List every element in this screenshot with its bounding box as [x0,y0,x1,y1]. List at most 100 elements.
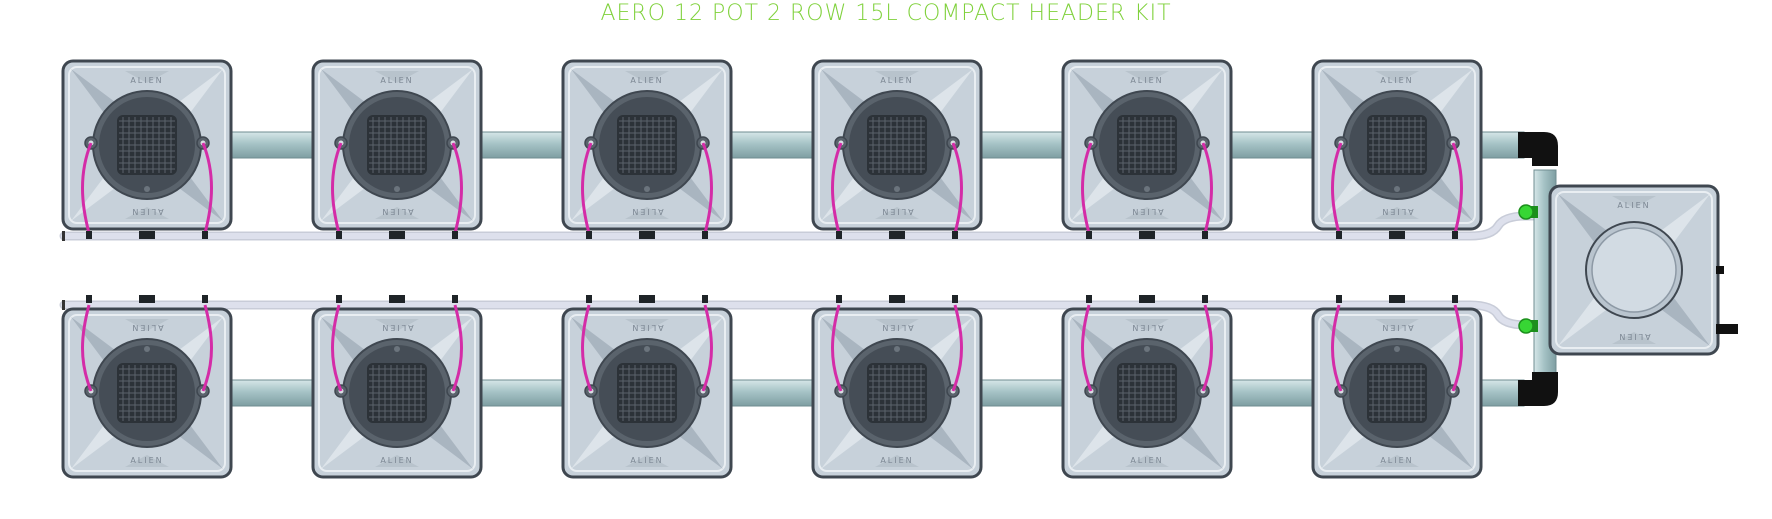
pot-rim [68,66,226,224]
pot-facet [625,71,669,83]
tank-lid [1591,227,1677,313]
drip-fitting [586,295,592,303]
drip-fitting [1086,295,1092,303]
drip-fitting [1139,231,1155,239]
pot-facet [625,207,669,219]
pot-rim [568,66,726,224]
drip-fitting [452,231,458,239]
pot-brand-label: ALIEN [1380,456,1413,465]
pot-facet [1375,455,1419,467]
pot-facet [1375,207,1419,219]
pot-rim [818,314,976,472]
green-valve-icon [1518,318,1534,334]
drip-fitting [1202,295,1208,303]
green-valve-icon [1518,204,1534,220]
drip-fitting [86,295,92,303]
feed-line [61,213,1548,239]
drip-fitting [836,231,842,239]
drip-fitting [336,231,342,239]
drip-fitting [836,295,842,303]
drip-fitting [1452,231,1458,239]
drip-line [451,304,463,392]
drip-line [331,304,343,392]
lid-marker [394,346,400,352]
pot-brand-label: ALIEN [1130,323,1163,332]
pot-facet [125,455,169,467]
lid-marker [144,186,150,192]
drip-fitting [639,231,655,239]
pot-brand-label: ALIEN [1130,76,1163,85]
pot-brand-label: ALIEN [130,76,163,85]
drip-line [1081,142,1093,234]
lid-marker [144,346,150,352]
pot-facet [1125,207,1169,219]
drip-line [331,142,343,234]
pot-brand-label: ALIEN [380,323,413,332]
drip-fitting [336,295,342,303]
pot-rim [1068,314,1226,472]
feed-line-end-cap [62,231,65,241]
drip-fitting [1336,295,1342,303]
pot-rim [1068,66,1226,224]
pot-rim [318,66,476,224]
header-pipe [1476,379,1525,407]
drip-fitting [139,231,155,239]
drip-fitting [1336,231,1342,239]
drip-line [701,142,713,234]
lid-marker [1144,186,1150,192]
pot-brand-label: ALIEN [630,207,663,216]
drip-fitting [639,295,655,303]
lid-marker [644,186,650,192]
pot-facet [125,319,169,331]
drip-fitting [889,295,905,303]
pot-brand-label: ALIEN [880,456,913,465]
pot-facet [1125,71,1169,83]
lid-marker [1394,186,1400,192]
pot-brand-label: ALIEN [630,456,663,465]
drip-fitting [1389,231,1405,239]
drip-fitting [202,295,208,303]
pot-facet [1612,196,1656,208]
drip-line [1331,142,1343,234]
drip-fitting [1202,231,1208,239]
pot-brand-label: ALIEN [1617,332,1650,341]
pot-facet [1125,319,1169,331]
pot-rim [568,314,726,472]
pot-brand-label: ALIEN [1380,207,1413,216]
pot-brand-label: ALIEN [1617,201,1650,210]
drip-line [1081,304,1093,392]
drip-line [451,142,463,234]
drip-fitting [389,231,405,239]
pot-rim [1318,314,1476,472]
pot-rim [818,66,976,224]
pot-brand-label: ALIEN [130,456,163,465]
lid-marker [394,186,400,192]
drip-line [201,142,213,234]
drip-fitting [139,295,155,303]
pot-rim [318,314,476,472]
drip-line [701,304,713,392]
drip-fitting [702,231,708,239]
drip-line [831,304,843,392]
feed-line-end-cap [62,300,65,310]
pot-brand-label: ALIEN [630,323,663,332]
drip-line [1451,304,1463,392]
pot-facet [1612,332,1656,344]
lid-marker [894,346,900,352]
drip-line [1451,142,1463,234]
drip-line [81,142,93,234]
pot-facet [375,319,419,331]
drip-line [581,142,593,234]
lid-marker [1144,346,1150,352]
pot-brand-label: ALIEN [1380,323,1413,332]
drip-fitting [86,231,92,239]
header-tank: ALIEN ALIEN [1548,184,1720,356]
pipe-elbow [1518,372,1558,406]
diagram-title: AERO 12 POT 2 ROW 15L COMPACT HEADER KIT [600,1,1172,26]
